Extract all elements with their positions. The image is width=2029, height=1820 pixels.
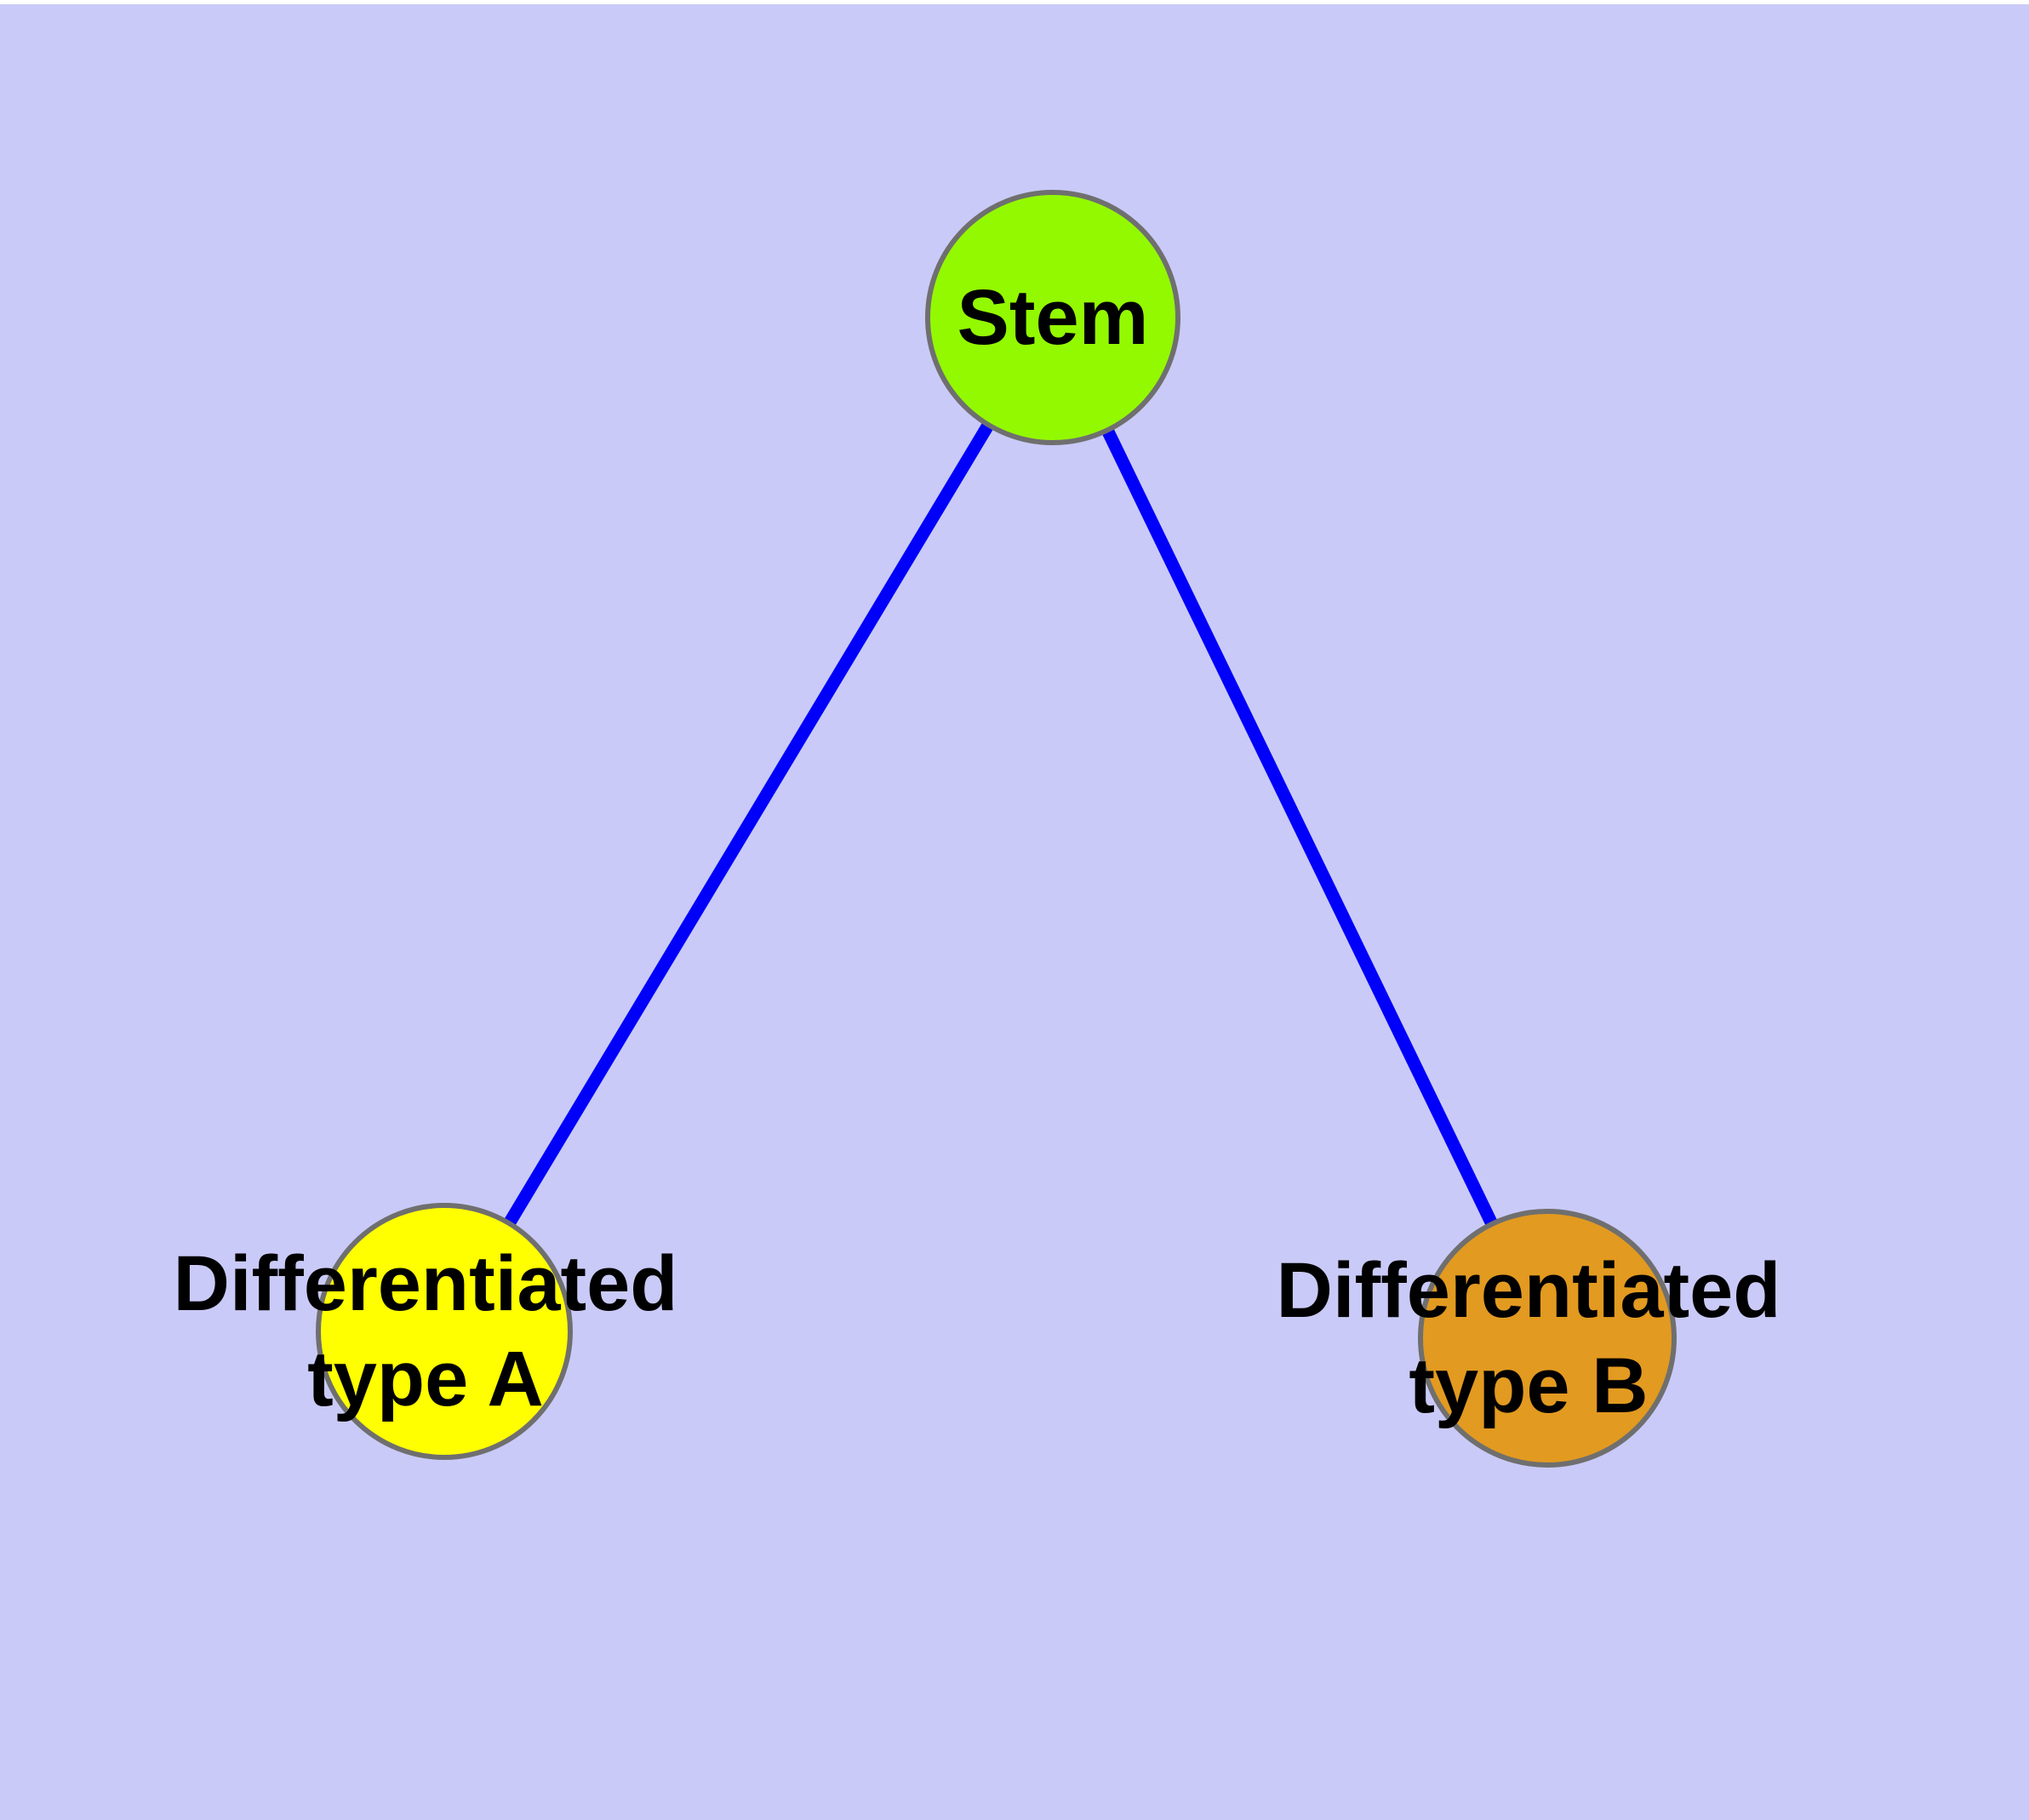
node-differentiated-type-a-label-line-1: Differentiated [173, 1240, 678, 1327]
node-differentiated-type-b-label: Differentiated type B [1277, 1243, 1781, 1434]
node-differentiated-type-a: Differentiated type A [174, 1203, 677, 1460]
edge-stem-to-type-b [1047, 314, 1553, 1342]
node-stem-label: Stem [957, 270, 1149, 365]
node-stem-label-line: Stem [957, 274, 1149, 361]
node-stem: Stem [925, 190, 1180, 445]
node-differentiated-type-b-label-line-1: Differentiated [1276, 1247, 1781, 1334]
node-differentiated-type-b-label-line-2: type B [1409, 1342, 1649, 1429]
node-differentiated-type-a-label-line-2: type A [307, 1336, 544, 1422]
node-differentiated-type-a-label: Differentiated type A [174, 1236, 678, 1427]
page-top-margin [0, 0, 2029, 4]
node-differentiated-type-b: Differentiated type B [1277, 1209, 1780, 1468]
edge-stem-to-type-a [438, 314, 1059, 1335]
